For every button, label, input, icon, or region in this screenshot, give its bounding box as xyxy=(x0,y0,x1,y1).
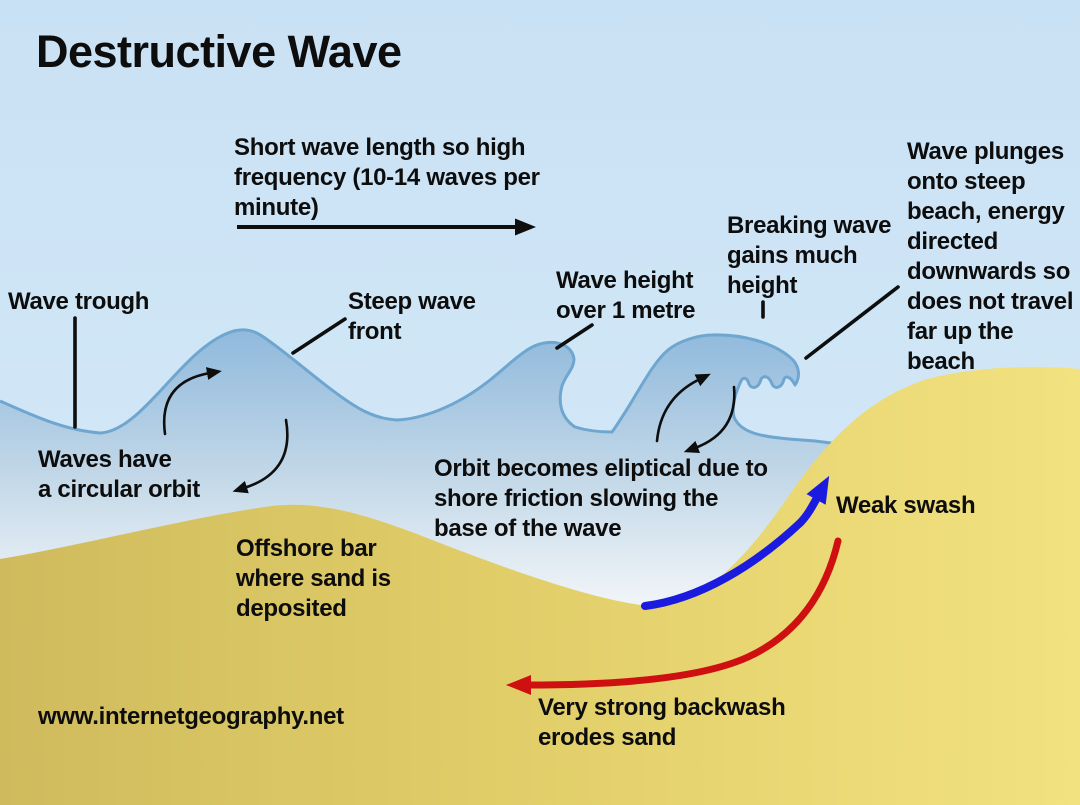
label-wave-frequency: Short wave length so high frequency (10-… xyxy=(234,134,540,221)
wave-height-line xyxy=(555,323,594,350)
weak-swash-arrow-icon xyxy=(641,475,830,610)
label-offshore-bar: Offshore bar where sand is deposited xyxy=(236,535,391,622)
elliptical-orbit-arrow-up-icon xyxy=(655,373,711,443)
label-wave-plunges: Wave plunges onto steep beach, energy di… xyxy=(907,138,1074,375)
steep-front-line xyxy=(291,317,347,355)
diagram-title: Destructive Wave xyxy=(36,26,402,77)
label-steep-wave-front: Steep wave front xyxy=(348,288,476,345)
label-wave-trough: Wave trough xyxy=(8,288,150,315)
backwash-arrow-icon xyxy=(506,537,842,695)
label-wave-height: Wave height over 1 metre xyxy=(556,267,696,324)
sea-surface-outline xyxy=(0,328,856,448)
label-strong-backwash: Very strong backwash erodes sand xyxy=(538,694,786,751)
watermark-url: www.internetgeography.net xyxy=(38,703,344,730)
wave-plunges-line xyxy=(804,285,900,360)
label-circular-orbit: Waves have a circular orbit xyxy=(38,446,200,503)
label-weak-swash: Weak swash xyxy=(836,492,976,519)
label-elliptical-orbit: Orbit becomes eliptical due to shore fri… xyxy=(434,455,768,542)
circular-orbit-arrow-up-icon xyxy=(162,367,222,436)
circular-orbit-arrow-down-icon xyxy=(232,418,289,494)
label-breaking-wave: Breaking wave gains much height xyxy=(727,212,892,299)
elliptical-orbit-arrow-down-icon xyxy=(683,385,736,454)
